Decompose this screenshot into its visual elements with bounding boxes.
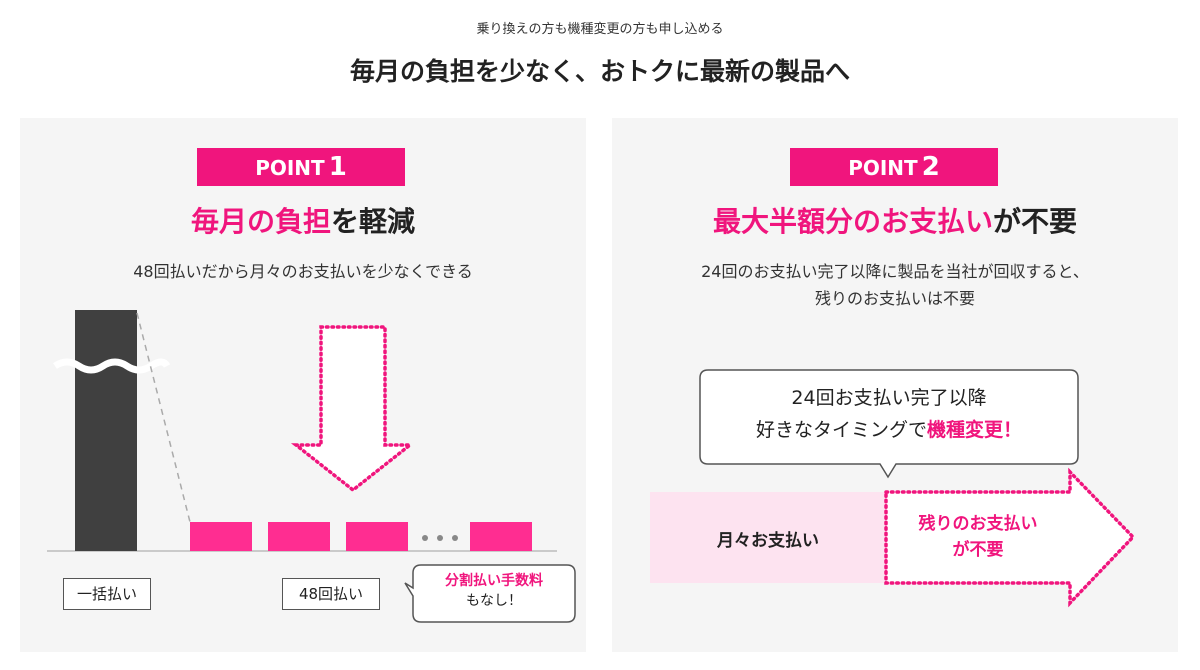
- point1-subtitle: 48回払いだから月々のお支払いを少なくできる: [133, 262, 473, 281]
- lump-sum-label: 一括払い: [63, 578, 151, 610]
- point1-title: 毎月の負担を軽減: [20, 200, 586, 240]
- monthly-payment-block: [650, 492, 886, 583]
- installment-label: 48回払い: [282, 578, 380, 610]
- subtitle-line: 残りのお支払いは不要: [814, 289, 975, 308]
- ellipsis-dot: [422, 535, 428, 541]
- badge-label: POINT: [255, 156, 325, 180]
- right-arrow-icon: [884, 467, 1136, 608]
- eyebrow-text: 乗り換えの方も機種変更の方も申し込める: [476, 22, 724, 37]
- installment-bar: [190, 522, 252, 551]
- bubble-line: 好きなタイミングで: [755, 419, 927, 441]
- monthly-payment-label: 月々お支払い: [717, 531, 819, 551]
- ellipsis-dot: [452, 535, 458, 541]
- note-rest: もなし！: [466, 593, 522, 609]
- bubble-shape: [699, 369, 1079, 479]
- badge-number: 2: [921, 152, 940, 182]
- point2-title: 最大半額分のお支払いが不要: [612, 200, 1178, 240]
- title-rest: が不要: [993, 205, 1078, 238]
- remaining-payment-label: 残りのお支払い が不要: [886, 511, 1070, 563]
- badge-label: POINT: [848, 156, 918, 180]
- note-bubble-shape: [404, 564, 576, 623]
- lump-sum-bar: [75, 310, 137, 551]
- note-highlight: 分割払い手数料: [445, 573, 543, 589]
- installment-bar: [346, 522, 408, 551]
- dashed-guide: [136, 312, 191, 523]
- page-headline: 毎月の負担を少なく、おトクに最新の製品へ: [349, 57, 850, 86]
- title-highlight: 最大半額分のお支払い: [712, 205, 993, 238]
- no-fee-note: 分割払い手数料 もなし！: [413, 571, 575, 611]
- break-mark-icon: [53, 358, 171, 374]
- down-arrow-icon: [290, 325, 416, 493]
- point2-subtitle: 24回のお支払い完了以降に製品を当社が回収すると、残りのお支払いは不要: [612, 258, 1178, 312]
- ellipsis-dot: [437, 535, 443, 541]
- title-highlight: 毎月の負担: [190, 205, 331, 238]
- badge-number: 1: [328, 152, 347, 182]
- installment-bar: [470, 522, 532, 551]
- trade-in-bubble: 24回お支払い完了以降 好きなタイミングで機種変更！: [700, 382, 1078, 446]
- remaining-line: 残りのお支払い: [918, 514, 1038, 534]
- remaining-line: が不要: [952, 540, 1004, 560]
- subtitle-line: 24回のお支払い完了以降に製品を当社が回収すると、: [701, 262, 1089, 281]
- bubble-highlight: 機種変更！: [927, 419, 1023, 441]
- bubble-line: 24回お支払い完了以降: [791, 387, 987, 409]
- trade-in-diagram: [650, 369, 1136, 608]
- installment-bar: [268, 522, 330, 551]
- payment-comparison-diagram: [47, 310, 576, 623]
- title-rest: を軽減: [331, 205, 416, 238]
